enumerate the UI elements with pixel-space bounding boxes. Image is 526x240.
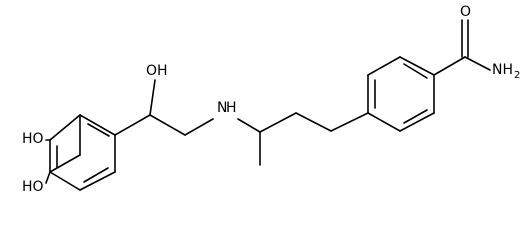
bond-ch2a-ch2b [295,112,332,132]
label-amide-o: O [460,4,471,20]
label-amide-n-subscript: 2 [514,70,520,81]
label-amide-n: NH [492,62,513,78]
bond-carbonyl-n [464,56,491,71]
label-oh: OH [146,63,168,79]
bond-ch2-n [184,118,214,136]
label-amine-h: H [226,100,237,116]
bond-ho-bottom [45,171,51,184]
bond-ch-ch2a [259,112,297,133]
catechol-ring [49,114,116,191]
label-amine-n: N [217,100,227,116]
structure-canvas: HO HO OH N H O NH 2 [22,4,520,195]
label-ho-bottom: HO [22,179,44,195]
benzamide-ring [367,56,435,132]
bond-ring-carbonyl [433,56,466,76]
bond-choh-ch2 [149,114,186,136]
chemical-structure: HO HO OH N H O NH 2 [22,4,520,195]
label-ho-top: HO [22,131,44,147]
bond-ch2b-ring [330,112,369,132]
bond-choh-oh [149,79,156,116]
bond-ring-choh [114,114,151,136]
bond-n-ch [237,118,261,133]
